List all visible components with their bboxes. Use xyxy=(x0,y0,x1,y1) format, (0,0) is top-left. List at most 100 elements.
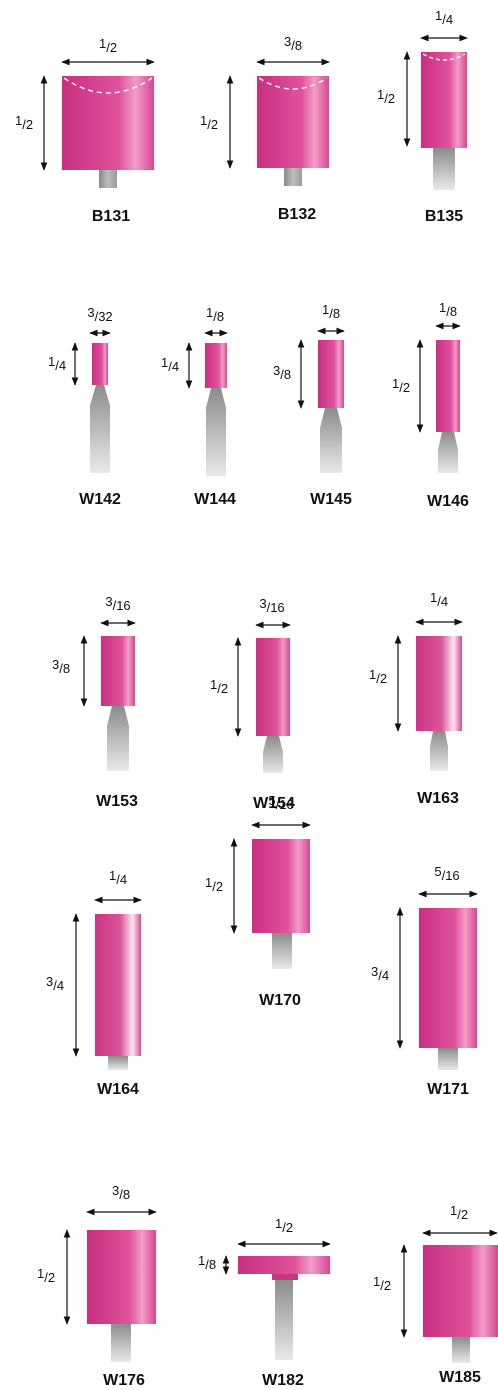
b131-wheel xyxy=(62,76,154,170)
b132-height-label: 1/2 xyxy=(200,113,218,132)
item-w154: 3/16 1/2 W154 xyxy=(210,596,295,812)
w153-wheel xyxy=(101,636,135,706)
w146-height-label: 1/2 xyxy=(392,376,410,395)
item-b135: 1/4 1/2 B135 xyxy=(377,8,468,225)
w176-wheel xyxy=(87,1230,156,1324)
w144-height-label: 1/4 xyxy=(161,355,179,374)
w145-code: W145 xyxy=(310,491,352,508)
w182-code: W182 xyxy=(262,1372,304,1389)
w154-height-label: 1/2 xyxy=(210,677,228,696)
w176-code: W176 xyxy=(103,1372,145,1389)
w153-height-label: 3/8 xyxy=(52,657,70,676)
item-w182: 1/2 1/8 W182 xyxy=(198,1216,331,1389)
b131-height-label: 1/2 xyxy=(15,113,33,132)
w164-shank xyxy=(108,1056,128,1070)
b132-code: B132 xyxy=(278,206,316,223)
w145-wheel xyxy=(318,340,344,408)
w142-wheel xyxy=(92,343,108,385)
b135-concave-outline xyxy=(422,53,466,61)
w163-width-label: 1/4 xyxy=(430,590,448,609)
b135-wheel xyxy=(421,52,467,148)
w171-wheel xyxy=(419,908,477,1048)
w144-shank xyxy=(206,388,226,476)
w154-code: W154 xyxy=(253,795,295,812)
b131-concave-outline xyxy=(63,77,153,94)
item-w170: 5/16 1/2 W170 xyxy=(205,793,311,1009)
w154-shank xyxy=(263,736,283,773)
item-w176: 3/8 1/2 W176 xyxy=(37,1183,157,1389)
item-w171: 5/16 3/4 W171 xyxy=(371,864,478,1098)
w170-wheel xyxy=(252,839,310,933)
w146-wheel xyxy=(436,340,460,432)
w176-width-label: 3/8 xyxy=(112,1183,130,1202)
w182-wheel xyxy=(238,1256,330,1274)
w142-shank xyxy=(90,385,110,473)
item-b131: 1/2 1/2 B131 xyxy=(15,36,155,225)
w145-height-label: 3/8 xyxy=(273,363,291,382)
w182-width-label: 1/2 xyxy=(275,1216,293,1235)
item-w185: 1/2 1/2 W185 xyxy=(373,1203,498,1386)
w170-height-label: 1/2 xyxy=(205,875,223,894)
w164-code: W164 xyxy=(97,1081,139,1098)
w144-wheel xyxy=(205,343,227,388)
item-w145: 1/8 3/8 W145 xyxy=(273,302,352,508)
w185-shank xyxy=(452,1337,470,1363)
w182-hub xyxy=(272,1274,298,1280)
item-w142: 3/32 1/4 W142 xyxy=(48,305,121,508)
item-w164: 1/4 3/4 W164 xyxy=(46,868,142,1098)
b132-shank xyxy=(284,168,302,186)
w144-code: W144 xyxy=(194,491,236,508)
b135-code: B135 xyxy=(425,208,463,225)
b131-width-label: 1/2 xyxy=(99,36,117,55)
item-w153: 3/16 3/8 W153 xyxy=(52,594,138,810)
w146-code: W146 xyxy=(427,493,469,510)
item-w163: 1/4 1/2 W163 xyxy=(369,590,463,807)
w170-code: W170 xyxy=(259,992,301,1009)
b132-wheel xyxy=(257,76,329,168)
w153-shank xyxy=(107,706,129,771)
w164-height-label: 3/4 xyxy=(46,974,64,993)
w170-shank xyxy=(272,933,292,969)
w163-shank xyxy=(430,731,448,771)
b135-height-label: 1/2 xyxy=(377,87,395,106)
w145-shank xyxy=(320,408,342,473)
w146-width-label: 1/8 xyxy=(439,300,457,319)
w171-height-label: 3/4 xyxy=(371,964,389,983)
w176-shank xyxy=(111,1324,131,1362)
w163-height-label: 1/2 xyxy=(369,667,387,686)
item-w146: 1/8 1/2 W146 xyxy=(392,300,469,510)
w146-shank xyxy=(438,432,458,473)
w144-width-label: 1/8 xyxy=(206,305,224,324)
w164-width-label: 1/4 xyxy=(109,868,127,887)
w185-width-label: 1/2 xyxy=(450,1203,468,1222)
b131-shank xyxy=(99,170,117,188)
w185-code: W185 xyxy=(439,1369,481,1386)
b132-width-label: 3/8 xyxy=(284,34,302,53)
w171-shank xyxy=(438,1048,458,1070)
b135-shank xyxy=(433,148,455,190)
w182-height-label: 1/8 xyxy=(198,1253,216,1272)
w142-height-label: 1/4 xyxy=(48,354,66,373)
w153-code: W153 xyxy=(96,793,138,810)
w142-width-label: 3/32 xyxy=(87,305,112,324)
w154-wheel xyxy=(256,638,290,736)
w163-wheel xyxy=(416,636,462,731)
w185-wheel xyxy=(423,1245,498,1337)
item-w144: 1/8 1/4 W144 xyxy=(161,305,236,508)
w164-wheel xyxy=(95,914,141,1056)
w142-code: W142 xyxy=(79,491,121,508)
w176-height-label: 1/2 xyxy=(37,1266,55,1285)
b135-width-label: 1/4 xyxy=(435,8,453,27)
b132-concave-outline xyxy=(258,77,328,90)
w171-code: W171 xyxy=(427,1081,469,1098)
w163-code: W163 xyxy=(417,790,459,807)
w182-shank xyxy=(275,1280,293,1360)
w145-width-label: 1/8 xyxy=(322,302,340,321)
w171-width-label: 5/16 xyxy=(434,864,459,883)
item-b132: 3/8 1/2 B132 xyxy=(200,34,330,223)
w185-height-label: 1/2 xyxy=(373,1274,391,1293)
w153-width-label: 3/16 xyxy=(105,594,130,613)
w170-width-label: 5/16 xyxy=(268,793,293,812)
w154-width-label: 3/16 xyxy=(259,596,284,615)
